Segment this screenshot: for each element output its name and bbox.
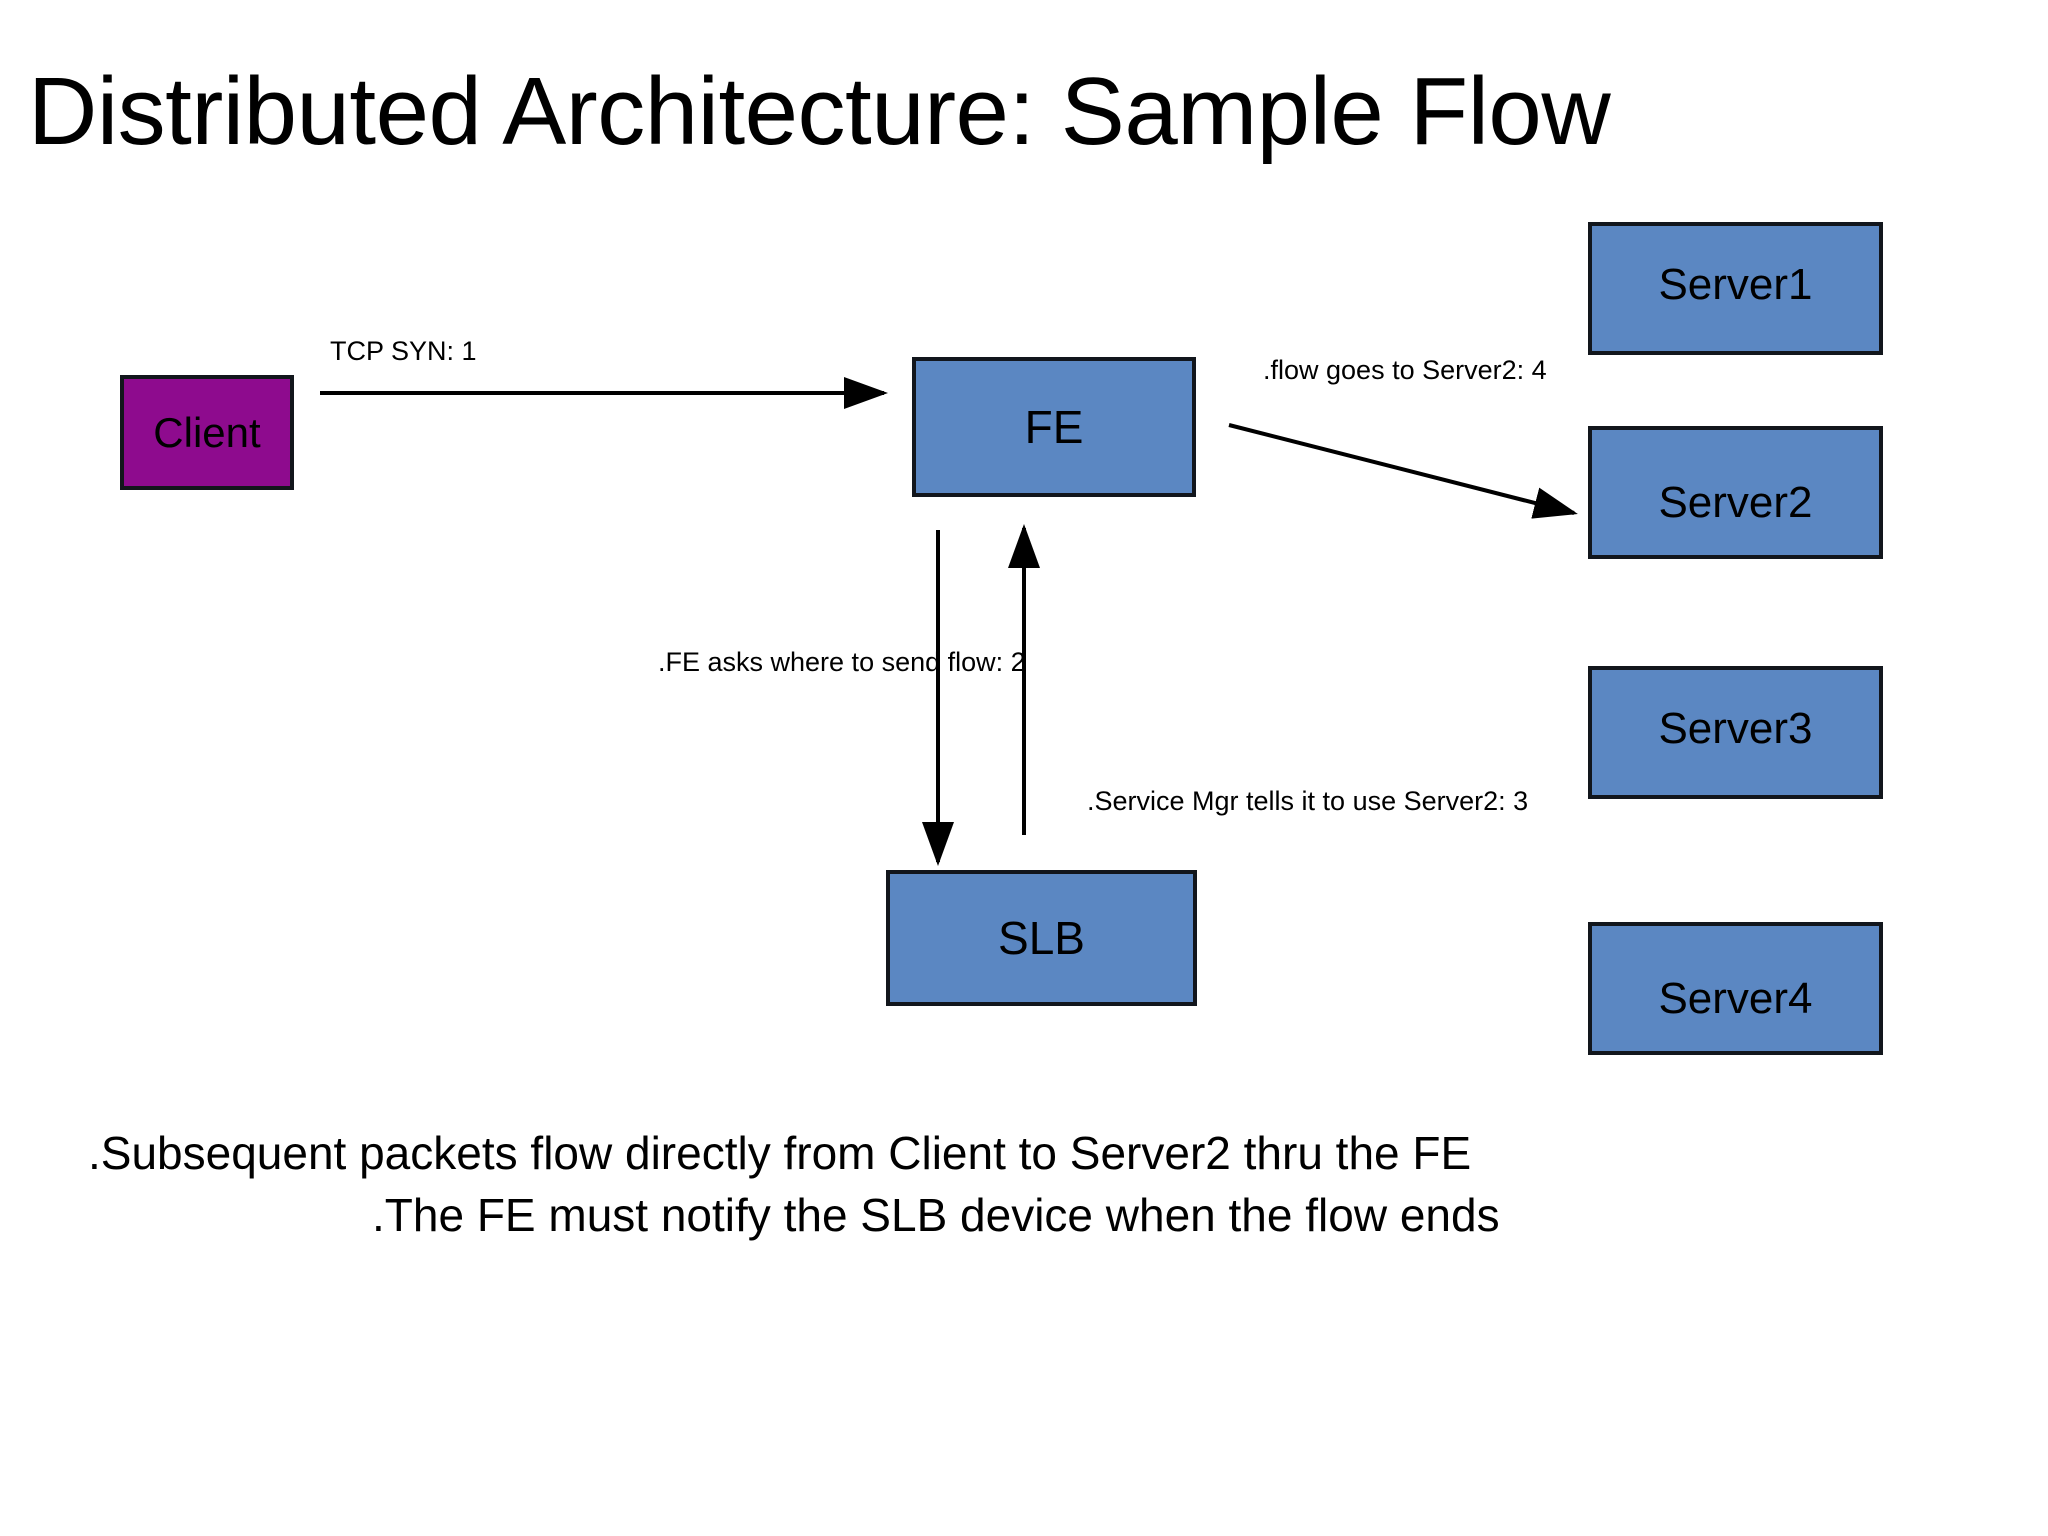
node-server1[interactable]: Server1 bbox=[1588, 222, 1883, 355]
node-server4[interactable]: Server4 bbox=[1588, 922, 1883, 1055]
node-server4-label: Server4 bbox=[1658, 973, 1813, 1023]
node-slb[interactable]: SLB bbox=[886, 870, 1197, 1006]
node-server2-label: Server2 bbox=[1658, 477, 1813, 527]
note-line-1: .Subsequent packets flow directly from C… bbox=[88, 1127, 1472, 1179]
arrow-fe-to-server2 bbox=[1228, 423, 1578, 519]
node-client[interactable]: Client bbox=[120, 375, 294, 490]
edge-label-client-to-fe: TCP SYN: 1 bbox=[330, 336, 477, 366]
node-server1-label: Server1 bbox=[1658, 259, 1813, 309]
page-title: Distributed Architecture: Sample Flow bbox=[28, 58, 1611, 165]
edge-label-fe-to-server2: .flow goes to Server2: 4 bbox=[1263, 355, 1547, 385]
edge-label-slb-to-fe: .Service Mgr tells it to use Server2: 3 bbox=[1087, 786, 1529, 816]
node-server3-label: Server3 bbox=[1658, 703, 1813, 753]
node-fe-label: FE bbox=[1024, 401, 1084, 453]
node-server2[interactable]: Server2 bbox=[1588, 426, 1883, 559]
edge-label-fe-to-slb: .FE asks where to send flow: 2 bbox=[658, 647, 1026, 677]
node-fe[interactable]: FE bbox=[912, 357, 1196, 497]
node-server3[interactable]: Server3 bbox=[1588, 666, 1883, 799]
node-slb-label: SLB bbox=[998, 912, 1085, 964]
node-client-label: Client bbox=[153, 408, 261, 456]
note-line-2: .The FE must notify the SLB device when … bbox=[372, 1189, 1500, 1241]
